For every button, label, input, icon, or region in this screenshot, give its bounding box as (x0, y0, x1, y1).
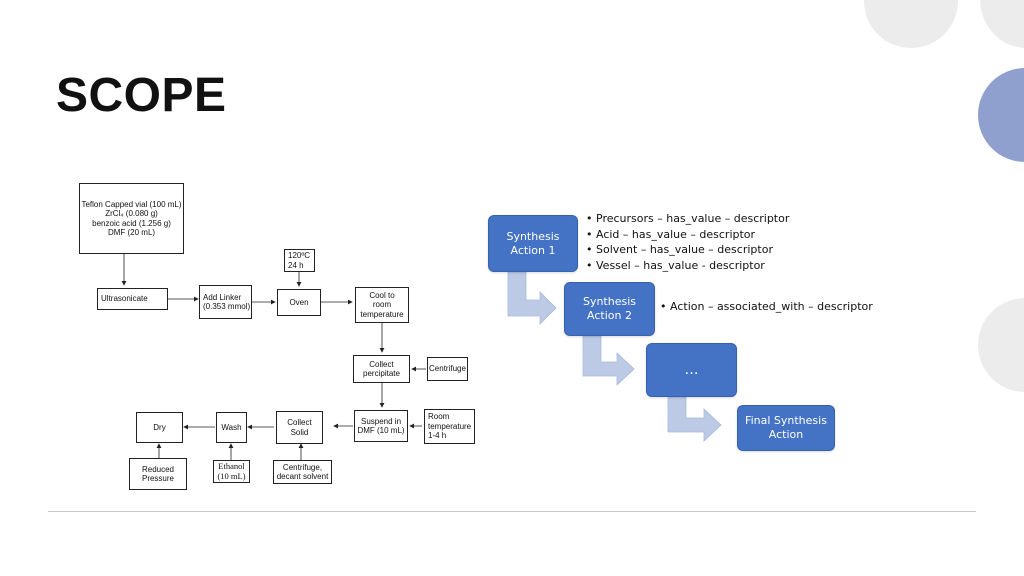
chevron-arrow-3 (667, 396, 722, 442)
step-dry: Dry (136, 412, 183, 443)
step-cool: Cool to room temperature (355, 287, 409, 323)
step-collect-solid: Collect Solid (276, 411, 323, 444)
slide-title: SCOPE (56, 69, 227, 122)
step-collect-percipitate: Collect percipitate (353, 355, 410, 383)
ellipsis-action: … (646, 343, 737, 397)
descriptor-action: Action – associated_with – descriptor (660, 299, 873, 315)
step-oven: Oven (277, 289, 321, 316)
action1-descriptor-list: Precursors – has_value – descriptor Acid… (586, 211, 789, 273)
oven-condition: 120ºC 24 h (284, 249, 315, 272)
step-add-linker: Add Linker (0.353 mmol) (199, 285, 252, 319)
centrifuge-decant: Centrifuge, decant solvent (273, 460, 332, 484)
step-suspend: Suspend in DMF (10 mL) (354, 410, 408, 442)
step-vial: Teflon Capped vial (100 mL) ZrCl₄ (0.080… (79, 183, 184, 254)
reduced-pressure: Reduced Pressure (129, 458, 187, 490)
chevron-arrow-1 (507, 271, 557, 325)
footer-divider (48, 511, 976, 512)
chevron-arrow-2 (582, 335, 635, 386)
descriptor-precursors: Precursors – has_value – descriptor (586, 211, 789, 227)
descriptor-vessel: Vessel – has_value - descriptor (586, 258, 789, 274)
descriptor-solvent: Solvent – has_value – descriptor (586, 242, 789, 258)
room-temperature-condition: Room temperature 1-4 h (424, 409, 475, 444)
step-wash: Wash (216, 412, 247, 443)
descriptor-acid: Acid – has_value – descriptor (586, 227, 789, 243)
step-ultrasonicate: Ultrasonicate (97, 288, 168, 310)
final-synthesis-action: Final Synthesis Action (737, 405, 835, 451)
step-centrifuge: Centrifuge (427, 357, 468, 381)
action2-descriptor-list: Action – associated_with – descriptor (660, 299, 873, 315)
ethanol-reagent: Ethanol (10 mL) (213, 460, 250, 483)
synthesis-action-2: Synthesis Action 2 (564, 282, 655, 336)
synthesis-action-1: Synthesis Action 1 (488, 215, 578, 272)
